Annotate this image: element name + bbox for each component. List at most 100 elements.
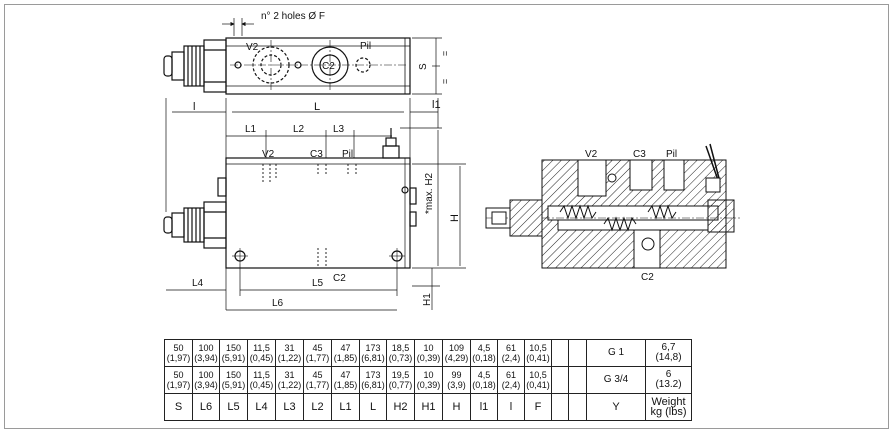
spec-cell: 11,5(0,45)	[247, 339, 276, 367]
spec-value-imperial: (0,77)	[388, 380, 413, 390]
spec-label	[568, 393, 587, 421]
spec-cell: 18,5(0,73)	[386, 339, 415, 367]
spec-value-imperial: (0,18)	[472, 380, 496, 390]
spec-value-metric: 10	[423, 370, 434, 380]
spec-weight-value: 6	[665, 369, 672, 380]
spec-value-metric: 61	[505, 370, 516, 380]
spec-label: l1	[470, 393, 498, 421]
spec-label: L6	[192, 393, 220, 421]
spec-value-imperial: (2,4)	[501, 353, 521, 363]
spec-row: 50(1,97)100(3,94)150(5,91)11,5(0,45)31(1…	[164, 366, 692, 394]
spec-value-metric: 50	[173, 343, 184, 353]
section-view	[485, 143, 740, 269]
spec-cell: 173(6,81)	[359, 339, 387, 367]
spec-weight-value: (13.2)	[655, 379, 682, 390]
section-label-v2: V2	[585, 149, 598, 160]
spec-value-metric: 4,5	[477, 370, 491, 380]
spec-value-imperial: (5,91)	[221, 380, 246, 390]
spec-value-imperial: (0,45)	[249, 380, 274, 390]
spec-cell: 99(3,9)	[442, 366, 471, 394]
spec-value-metric: 61	[505, 343, 516, 353]
top-hex-nut	[203, 39, 227, 93]
spec-value-metric: 99	[451, 370, 462, 380]
spec-value-metric: 47	[340, 343, 351, 353]
spec-value-imperial: (0,45)	[249, 353, 274, 363]
spec-cell: 10,5(0,41)	[524, 366, 552, 394]
spec-cell: 4,5(0,18)	[470, 339, 498, 367]
spec-weight: 6(13.2)	[645, 366, 692, 394]
spec-table: 50(1,97)100(3,94)150(5,91)11,5(0,45)31(1…	[164, 339, 692, 421]
side-dim-l-small: l	[193, 101, 195, 113]
spec-cell: 173(6,81)	[359, 366, 387, 394]
spec-value-metric: 10,5	[529, 370, 547, 380]
spec-value-metric: 18,5	[391, 343, 410, 353]
side-dim-l1-right: l1	[432, 99, 441, 111]
drawing-frame	[4, 4, 889, 429]
spec-value-imperial: (0,39)	[416, 353, 441, 363]
top-label-v2: V2	[246, 42, 259, 53]
spec-value-imperial: (1,77)	[305, 380, 330, 390]
spec-value-imperial: (1,22)	[277, 380, 302, 390]
spec-label: F	[524, 393, 552, 421]
spec-cell: 31(1,22)	[275, 339, 304, 367]
spec-cell: 19,5(0,77)	[386, 366, 415, 394]
spec-label-weight-line: Weight	[651, 396, 686, 408]
spec-cell: 100(3,94)	[192, 366, 220, 394]
spec-cell: 31(1,22)	[275, 366, 304, 394]
section-label-c3: C3	[633, 149, 646, 160]
side-dim-h2: *max. H2	[424, 172, 435, 214]
spec-cell: 109(4,29)	[442, 339, 471, 367]
spec-value-imperial: (2,4)	[501, 380, 521, 390]
spec-cell	[568, 366, 587, 394]
spec-value-metric: 11,5	[253, 370, 270, 380]
section-label-pil: Pil	[666, 149, 677, 160]
spec-value-imperial: (0,41)	[526, 353, 550, 363]
spec-value-imperial: (0,73)	[388, 353, 413, 363]
spec-cell: 10(0,39)	[414, 339, 443, 367]
spec-value-imperial: (3,9)	[447, 380, 466, 390]
spec-value-metric: 173	[365, 343, 381, 353]
top-label-c2: C2	[322, 61, 335, 72]
side-dim-L3: L3	[333, 124, 345, 135]
spec-row: 50(1,97)100(3,94)150(5,91)11,5(0,45)31(1…	[164, 339, 692, 367]
spec-cell	[551, 339, 569, 367]
spec-value-imperial: (0,41)	[526, 380, 550, 390]
spec-value-imperial: (1,22)	[277, 353, 302, 363]
spec-value-metric: 50	[173, 370, 184, 380]
spec-cell: 150(5,91)	[219, 339, 248, 367]
side-dim-h1: H1	[422, 293, 433, 306]
spec-value-imperial: (4,29)	[444, 353, 469, 363]
spec-cell: 100(3,94)	[192, 339, 220, 367]
spec-value-imperial: (0,39)	[416, 380, 441, 390]
spec-cell: 61(2,4)	[497, 339, 525, 367]
spec-value-metric: 173	[365, 370, 381, 380]
spec-value-metric: 150	[225, 370, 242, 380]
spec-cell: 10,5(0,41)	[524, 339, 552, 367]
spec-label: L1	[331, 393, 360, 421]
spec-cell: 45(1,77)	[303, 339, 332, 367]
top-label-pil: Pil	[360, 41, 371, 52]
side-label-pil: Pil	[342, 149, 353, 160]
spec-thread: G 1	[586, 339, 646, 367]
spec-label: H2	[386, 393, 415, 421]
spec-cell: 150(5,91)	[219, 366, 248, 394]
spec-value-metric: 10,5	[529, 343, 547, 353]
spec-label: H1	[414, 393, 443, 421]
top-dim-s-half-a: =	[440, 51, 450, 56]
top-view	[163, 18, 442, 95]
side-label-c3: C3	[310, 149, 323, 160]
spec-label: L3	[275, 393, 304, 421]
spec-value-metric: 150	[225, 343, 242, 353]
spec-value-metric: 4,5	[477, 343, 491, 353]
spec-value-metric: 11,5	[253, 343, 270, 353]
spec-value-metric: 100	[198, 343, 214, 353]
spec-value-imperial: (1,85)	[333, 380, 358, 390]
spec-weight: 6,7(14,8)	[645, 339, 692, 367]
spec-thread: G 3/4	[586, 366, 646, 394]
spec-value-metric: 100	[198, 370, 214, 380]
side-dim-L2: L2	[293, 124, 305, 135]
spec-label: H	[442, 393, 471, 421]
side-dim-l: L	[314, 101, 320, 113]
